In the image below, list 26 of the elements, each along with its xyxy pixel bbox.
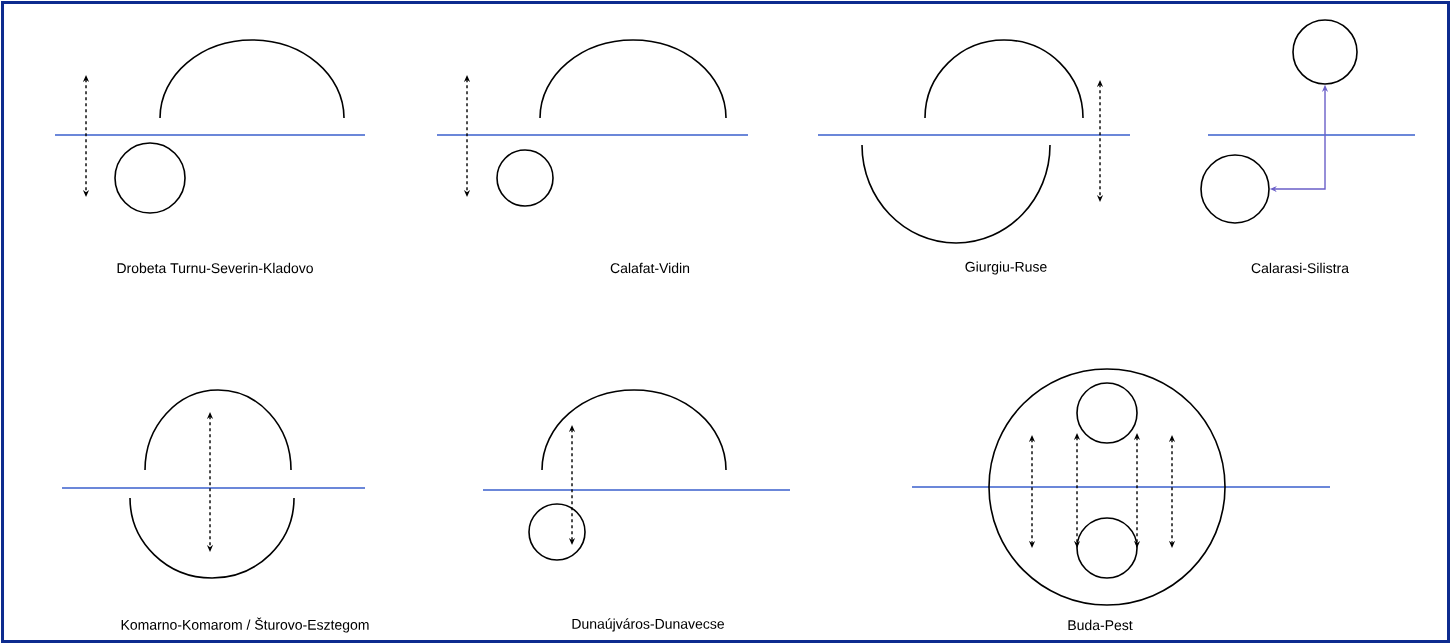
- arc: [159, 39, 345, 119]
- panel-caption: Calafat-Vidin: [610, 262, 690, 274]
- circle: [1292, 19, 1358, 85]
- arrow: [1133, 433, 1141, 548]
- panel-caption: Calarasi-Silistra: [1251, 262, 1349, 274]
- circle: [1076, 382, 1138, 444]
- panel-caption: Dunaújváros-Dunavecse: [572, 618, 724, 632]
- circle: [1200, 154, 1270, 224]
- arc: [144, 389, 292, 471]
- arrow: [568, 425, 576, 545]
- circle: [114, 142, 186, 214]
- arc: [539, 39, 727, 119]
- circle: [988, 368, 1226, 606]
- circle: [496, 149, 554, 207]
- circle: [528, 503, 586, 561]
- panel-caption: Buda-Pest: [1068, 619, 1133, 631]
- arrow: [1073, 433, 1081, 548]
- panel-caption: Komarno-Komarom / Šturovo-Esztegom: [121, 617, 369, 633]
- arc: [861, 144, 1051, 244]
- panel-caption: Drobeta Turnu-Severin-Kladovo: [117, 262, 313, 274]
- arc: [924, 39, 1084, 119]
- arrow: [206, 412, 214, 552]
- panel-caption: Giurgiu-Ruse: [965, 261, 1047, 275]
- circle: [1076, 517, 1138, 579]
- arc: [541, 389, 727, 471]
- arc: [129, 497, 295, 579]
